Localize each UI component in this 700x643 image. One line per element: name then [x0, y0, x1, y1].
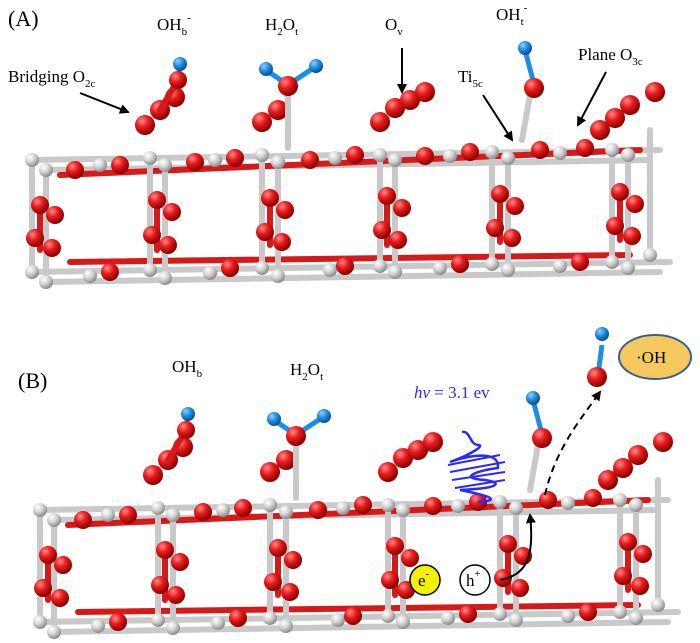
svg-text:e-: e-	[418, 568, 430, 590]
svg-text:Ov: Ov	[385, 15, 403, 38]
slab-a-ti-atoms	[25, 143, 657, 289]
label-ov-a: Ov	[385, 15, 407, 94]
svg-text:·OH: ·OH	[636, 348, 666, 367]
hole-badge: h+	[459, 564, 491, 596]
radical-path-arrow	[544, 390, 602, 496]
panel-a-label: (A)	[8, 6, 39, 31]
adsorbate-ohb-a	[157, 57, 187, 113]
svg-text:Plane O3c: Plane O3c	[578, 45, 643, 68]
electron-badge: e-	[409, 564, 441, 596]
label-plane-o3c-a: Plane O3c	[577, 45, 643, 127]
svg-text:h+: h+	[466, 568, 481, 590]
adsorbate-h2ot-a	[259, 59, 323, 151]
photon-wave	[447, 430, 506, 504]
label-h2ot-b: H2Ot	[290, 360, 323, 383]
svg-text:Bridging O2c: Bridging O2c	[8, 67, 95, 90]
svg-text:H2Ot: H2Ot	[290, 360, 323, 383]
svg-text:OHt-: OHt-	[496, 2, 528, 28]
hydroxyl-radical-badge: ·OH	[618, 334, 692, 380]
panel-b: (B) ·OH hv = 3.1 ev e- h+	[18, 327, 692, 639]
svg-text:Ti5c: Ti5c	[458, 67, 483, 90]
label-h2ot-a: H2Ot	[265, 15, 298, 38]
panel-b-label: (B)	[18, 368, 47, 393]
hole-migration-arrow	[499, 513, 536, 581]
label-ohb-b: OHb	[172, 357, 203, 380]
label-bridging-o2c: Bridging O2c	[8, 67, 130, 114]
adsorbate-oht-a	[518, 41, 544, 143]
slab-b	[33, 391, 678, 639]
label-ohb-minus-a: OHb-	[157, 12, 191, 38]
slab-a	[25, 41, 673, 289]
label-oht-minus-a: OHt-	[496, 2, 528, 28]
label-ti5c-a: Ti5c	[458, 67, 514, 142]
svg-text:H2Ot: H2Ot	[265, 15, 298, 38]
adsorbate-oh-radical-b	[587, 327, 609, 387]
photon-energy-label: hv = 3.1 ev	[414, 383, 490, 402]
svg-text:OHb: OHb	[172, 357, 203, 380]
svg-text:OHb-: OHb-	[157, 12, 191, 38]
slab-a-o-atoms	[26, 82, 665, 281]
panel-a: (A)	[8, 2, 673, 289]
